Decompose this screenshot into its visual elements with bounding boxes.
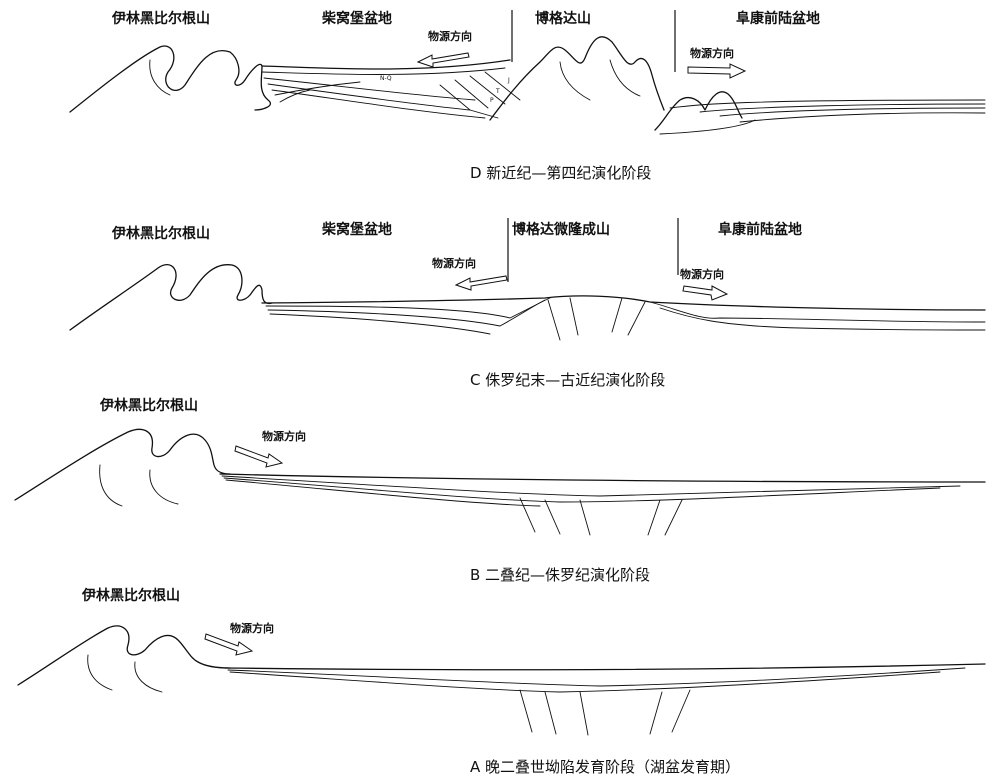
stage-caption: D 新近纪—第四纪演化阶段 bbox=[470, 164, 651, 182]
panel-a: 伊林黑比尔根山 物源方向 A 晚二叠世坳陷发育阶段（湖盆发育期） bbox=[17, 587, 986, 776]
mountain-outline bbox=[14, 428, 231, 501]
strata-mark: N-Q bbox=[380, 75, 392, 82]
stage-caption: B 二叠纪—侏罗纪演化阶段 bbox=[470, 566, 650, 584]
source-direction-label: 物源方向 bbox=[680, 267, 724, 281]
label-chaiwopu-basin: 柴窝堡盆地 bbox=[321, 221, 392, 238]
label-range: 伊林黑比尔根山 bbox=[111, 225, 210, 242]
source-direction-label: 物源方向 bbox=[428, 29, 472, 43]
right-arrow-icon bbox=[687, 63, 747, 79]
label-bogda-uplift: 博格达微隆成山 bbox=[512, 221, 610, 238]
panel-c: 伊林黑比尔根山 柴窝堡盆地 博格达微隆成山 阜康前陆盆地 物源方向 物源方向 C… bbox=[69, 218, 986, 389]
label-range: 伊林黑比尔根山 bbox=[99, 397, 198, 414]
panel-d: 伊林黑比尔根山 柴窝堡盆地 博格达山 阜康前陆盆地 物源方向 物源方向 N-Q … bbox=[69, 10, 986, 182]
label-fukang-basin: 阜康前陆盆地 bbox=[736, 10, 820, 27]
right-arrow-icon bbox=[682, 285, 729, 301]
strata-mark: T bbox=[495, 88, 500, 95]
strata-mark: J bbox=[507, 77, 510, 84]
left-arrow-icon bbox=[454, 275, 508, 291]
source-direction-label: 物源方向 bbox=[432, 256, 476, 270]
strata-mark: P bbox=[490, 97, 494, 104]
label-fukang-basin: 阜康前陆盆地 bbox=[718, 221, 802, 238]
source-direction-label: 物源方向 bbox=[230, 621, 274, 635]
label-range: 伊林黑比尔根山 bbox=[81, 587, 180, 604]
mountain-outline bbox=[17, 625, 231, 686]
mountain-outline bbox=[489, 36, 665, 121]
right-arrow-icon bbox=[234, 445, 284, 468]
label-bogda: 博格达山 bbox=[535, 10, 591, 27]
mountain-outline bbox=[69, 264, 273, 331]
left-arrow-icon bbox=[416, 52, 470, 68]
panel-b: 伊林黑比尔根山 物源方向 B 二叠纪—侏罗纪演化阶段 bbox=[14, 397, 986, 584]
label-range: 伊林黑比尔根山 bbox=[111, 10, 210, 27]
mountain-outline bbox=[69, 45, 271, 113]
source-direction-label: 物源方向 bbox=[262, 429, 306, 443]
stage-caption: C 侏罗纪末—古近纪演化阶段 bbox=[470, 371, 665, 389]
right-arrow-icon bbox=[204, 633, 254, 656]
stage-caption: A 晚二叠世坳陷发育阶段（湖盆发育期） bbox=[470, 758, 740, 776]
source-direction-label: 物源方向 bbox=[690, 46, 734, 60]
label-chaiwopu-basin: 柴窝堡盆地 bbox=[321, 10, 392, 27]
